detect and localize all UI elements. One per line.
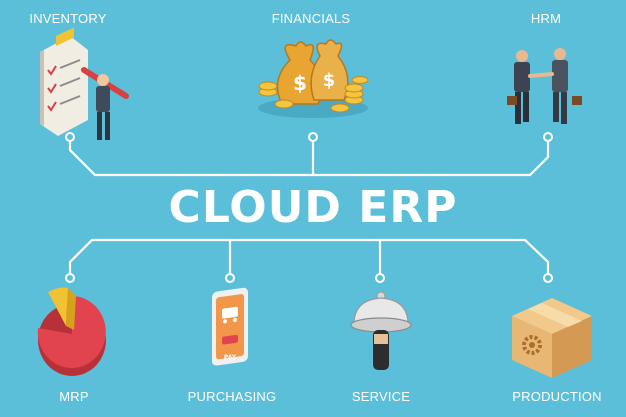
module-label-service: SERVICE: [351, 389, 411, 404]
pie-chart-icon: [37, 287, 106, 376]
module-label-purchasing: PURCHASING: [187, 389, 277, 404]
page-title: CLOUD ERP: [168, 182, 458, 233]
svg-text:$: $: [293, 71, 307, 95]
cardboard-box-gear-icon: [512, 298, 592, 378]
svg-text:$: $: [323, 70, 336, 91]
connector-nodes: [65, 132, 553, 283]
module-label-mrp: MRP: [59, 389, 89, 404]
smartphone-pay-icon: PAY: [212, 287, 248, 366]
connector-lines: [68, 140, 550, 275]
module-label-financials: FINANCIALS: [271, 11, 351, 26]
phone-pay-text: PAY: [224, 354, 237, 361]
money-bags-coins-icon: $ $: [258, 39, 369, 118]
module-label-production: PRODUCTION: [512, 389, 602, 404]
handshake-icon: [507, 48, 582, 124]
module-label-hrm: HRM: [530, 11, 562, 26]
module-label-inventory: INVENTORY: [29, 11, 107, 26]
clipboard-checklist-icon: [40, 27, 129, 140]
cloche-icon: [350, 291, 412, 370]
